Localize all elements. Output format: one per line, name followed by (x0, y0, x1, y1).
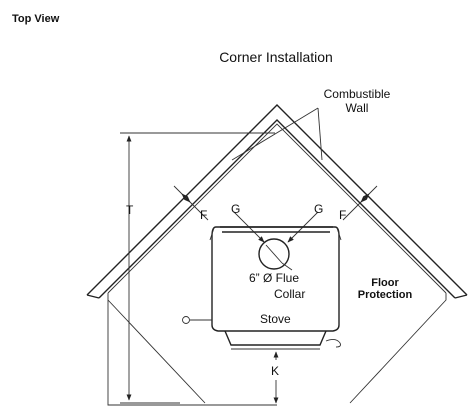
stove-label: Stove (260, 312, 291, 326)
stove-body (182, 226, 342, 350)
flue-collar (258, 238, 293, 271)
dim-label-K: K (271, 364, 279, 378)
floor-protection-outline (107, 123, 447, 406)
dim-label-F-left: F (200, 208, 207, 222)
dimension-T (120, 132, 275, 404)
wall-label-line2: Wall (346, 101, 369, 115)
dim-label-G-left: G (231, 202, 240, 216)
dim-label-F-right: F (339, 208, 346, 222)
floor-label-line2: Protection (358, 289, 413, 301)
wall-leaders (231, 107, 323, 161)
flue-label-line2: Collar (274, 287, 305, 301)
dim-label-T: T (126, 203, 134, 217)
floor-label-line1: Floor (371, 277, 399, 289)
dimension-F-left (173, 185, 209, 221)
flue-label-line1: 6” Ø Flue (249, 271, 299, 285)
combustible-wall (86, 104, 468, 299)
dim-label-G-right: G (314, 202, 323, 216)
dimension-F-right (342, 185, 378, 221)
view-title: Top View (12, 13, 60, 25)
diagram-caption: Corner Installation (219, 49, 333, 65)
wall-label-line1: Combustible (324, 87, 391, 101)
